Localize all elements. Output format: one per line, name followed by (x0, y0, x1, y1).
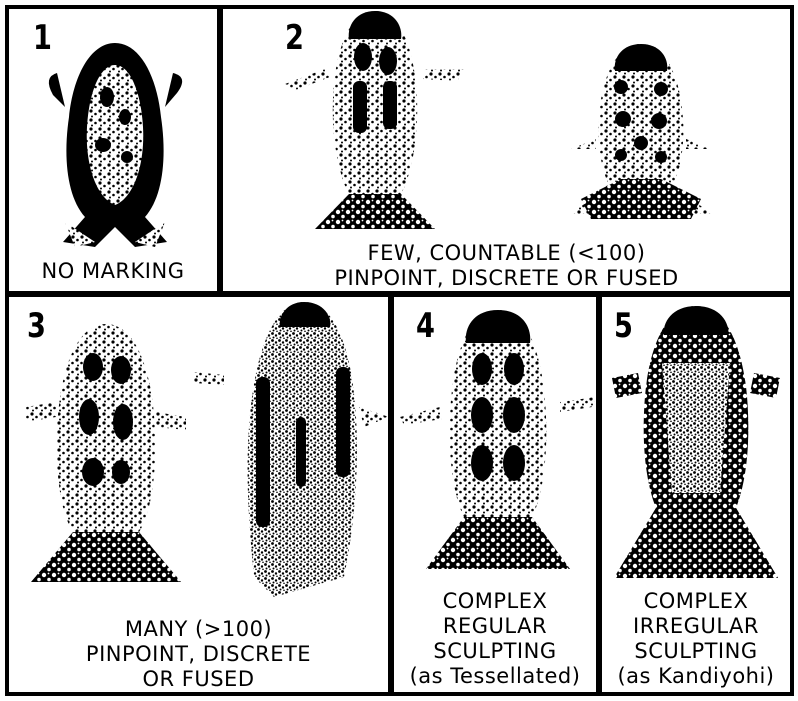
caption-line: PINPOINT, DISCRETE OR FUSED (223, 266, 790, 291)
caption-line: IRREGULAR (602, 614, 790, 639)
frog-illustration (602, 303, 790, 588)
panel-caption: COMPLEX IRREGULAR SCULPTING (as Kandiyoh… (602, 589, 790, 689)
caption-line: MANY (>100) (9, 617, 388, 642)
frog-illustration (21, 322, 191, 602)
caption-line: COMPLEX (394, 589, 596, 614)
panel-4: 4 COMPLEX REGULAR SCULPTING (as Tessella… (390, 293, 600, 696)
caption-line: SCULPTING (394, 639, 596, 664)
panel-caption: COMPLEX REGULAR SCULPTING (as Tessellate… (394, 589, 596, 689)
caption-line: OR FUSED (9, 667, 388, 692)
panel-caption: FEW, COUNTABLE (<100) PINPOINT, DISCRETE… (223, 241, 790, 291)
frog-illustration (194, 297, 389, 602)
caption-line: COMPLEX (602, 589, 790, 614)
panel-3: 3 MANY (>100) PINPOINT, DISCRETE OR FUSE… (5, 293, 392, 696)
caption-line: (as Tessellated) (394, 664, 596, 689)
frog-illustration (285, 9, 465, 234)
caption-line: SCULPTING (602, 639, 790, 664)
caption-line: REGULAR (394, 614, 596, 639)
panel-caption: NO MARKING (9, 259, 217, 284)
frog-illustration (35, 37, 195, 252)
caption-line: PINPOINT, DISCRETE (9, 642, 388, 667)
caption-line: NO MARKING (9, 259, 217, 284)
panel-caption: MANY (>100) PINPOINT, DISCRETE OR FUSED (9, 617, 388, 692)
frog-illustration (400, 307, 596, 587)
panel-1: 1 NO MARKING (5, 5, 221, 295)
panel-2: 2 FEW, COUNTABLE (<100) PINPOINT, DISCRE… (219, 5, 794, 295)
caption-line: FEW, COUNTABLE (<100) (223, 241, 790, 266)
panel-5: 5 COMPLEX IRREGULAR SCULPTING (as Kandiy… (598, 293, 794, 696)
frog-illustration (541, 39, 741, 229)
caption-line: (as Kandiyohi) (602, 664, 790, 689)
